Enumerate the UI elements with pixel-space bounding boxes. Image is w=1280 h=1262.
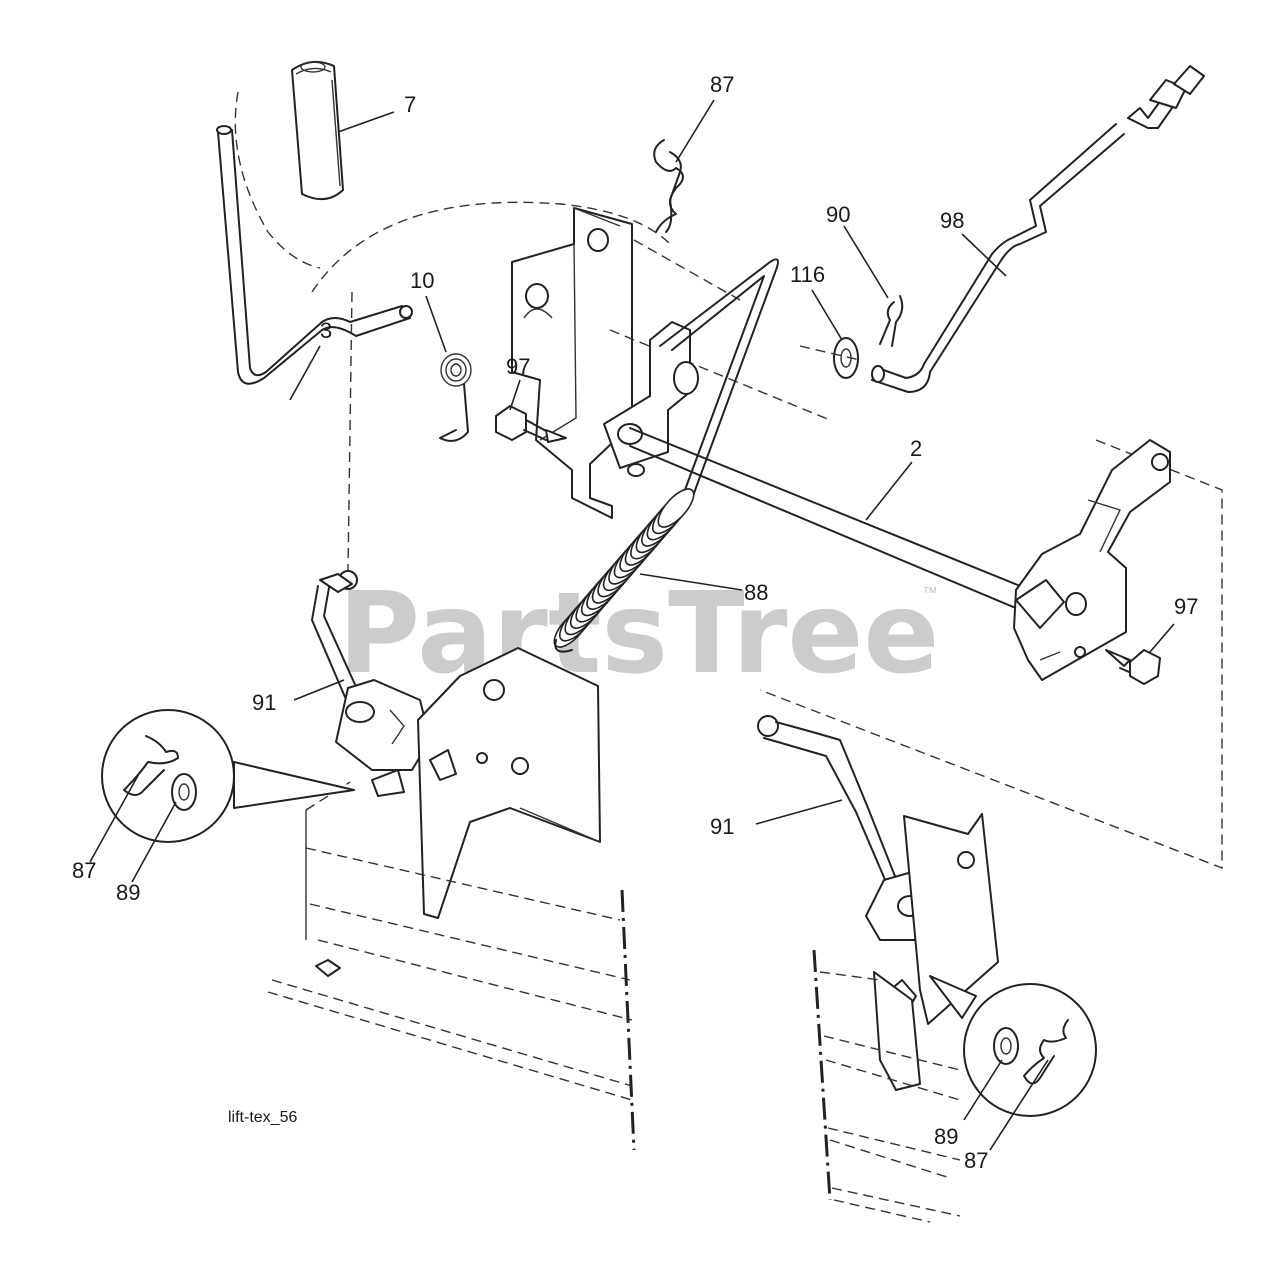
watermark: PartsTree ™ (338, 569, 939, 699)
detail-circle-right (929, 975, 1097, 1117)
callout-97-left: 97 (506, 354, 530, 379)
spring-hook (554, 639, 573, 653)
callout-3: 3 (320, 318, 332, 343)
callout-10: 10 (410, 268, 434, 293)
callout-98: 98 (940, 208, 964, 233)
callout-116: 116 (790, 262, 825, 287)
handle-grip (291, 60, 344, 201)
hairpin-clip-top (653, 139, 684, 233)
left-lower-bracket (371, 647, 601, 919)
callout-97-right: 97 (1174, 594, 1198, 619)
callout-89-left: 89 (116, 880, 140, 905)
right-lift-link (757, 715, 999, 1091)
callout-87-top: 87 (710, 72, 734, 97)
clip-90 (879, 295, 904, 347)
lift-shaft (603, 321, 1041, 615)
lift-assist-spring (553, 488, 695, 653)
callout-91-right: 91 (710, 814, 734, 839)
right-lift-arm (759, 439, 1223, 870)
lift-handle-rod (216, 91, 413, 385)
left-chassis (267, 781, 636, 1151)
guide-arc (311, 201, 673, 293)
callout-90: 90 (826, 202, 850, 227)
callout-87-left: 87 (72, 858, 96, 883)
detail-circle-left (101, 709, 355, 843)
guide-drop (347, 291, 353, 571)
torsion-spring (439, 353, 472, 442)
callout-7: 7 (404, 92, 416, 117)
callout-labels: 7 87 90 98 116 10 3 97 2 88 97 91 87 89 … (72, 72, 1198, 1173)
bolt-right (1105, 649, 1161, 685)
height-adjust-rod (871, 65, 1205, 393)
watermark-text: PartsTree (338, 569, 939, 699)
assist-arm (659, 258, 779, 505)
washer-guide (799, 345, 861, 361)
callout-2: 2 (910, 436, 922, 461)
callout-89-right: 89 (934, 1124, 958, 1149)
left-lift-link (311, 570, 431, 771)
diagram-id: lift-tex_56 (228, 1109, 297, 1126)
spring-coil (657, 488, 695, 528)
leader-lines (89, 99, 1175, 1151)
bolt-left (495, 405, 567, 443)
callout-88: 88 (744, 580, 768, 605)
right-chassis (812, 949, 961, 1223)
callout-91-left: 91 (252, 690, 276, 715)
callout-87-right: 87 (964, 1148, 988, 1173)
watermark-trademark: ™ (922, 585, 938, 602)
